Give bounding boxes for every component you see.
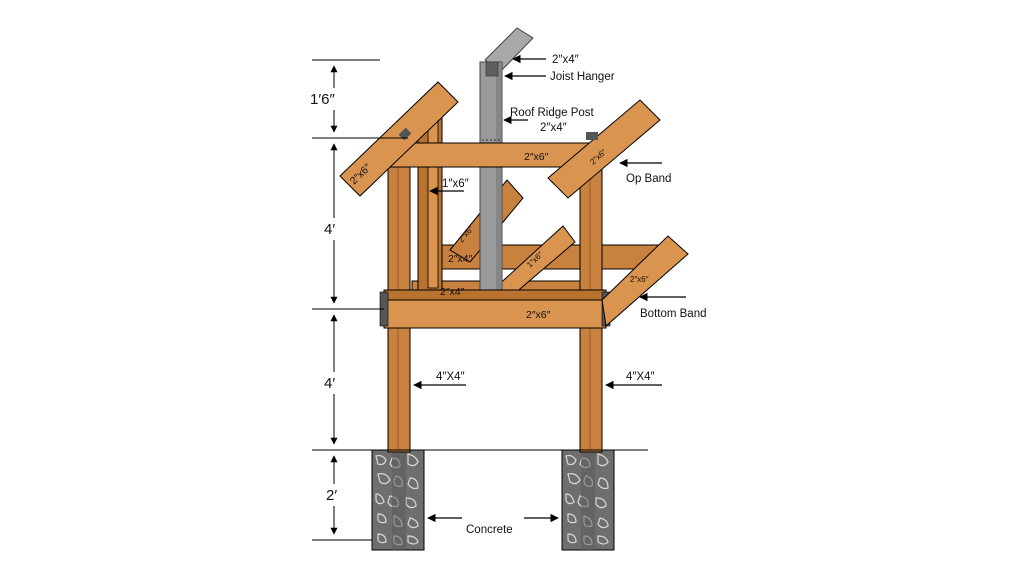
label-low-2x4: 2″x4″ [440,286,465,298]
label-bottom-band: Bottom Band [640,308,706,320]
label-joist-hanger: Joist Hanger [550,71,615,83]
left-rafter-2x6 [339,81,459,197]
concrete-footing-right [561,449,615,551]
dim-top: 1′6″ [310,91,335,108]
label-post-left: 4″X4″ [436,371,465,383]
label-roof-ridge-post: Roof Ridge Post [510,107,595,119]
dim-footing: 2′ [326,487,337,504]
bottom-beam-2x6 [383,299,607,329]
label-roof-ridge-post-size: 2″x4″ [540,122,567,134]
roof-ridge-post [475,27,534,322]
right-rafter-2x6 [547,99,661,199]
label-bottom-beam: 2″x6″ [526,309,551,321]
label-right-rafter-low: 2″x6″ [630,275,649,284]
dim-lower: 4′ [324,375,335,392]
dim-upper: 4′ [324,221,335,238]
label-post-right: 4″X4″ [626,371,655,383]
label-top-2x4: 2″x4″ [552,54,579,66]
label-1x6: 1″x6″ [442,178,469,190]
concrete-footing-left [371,449,425,551]
label-op-band: Op Band [626,173,671,185]
right-rafter-low-2x6 [601,235,689,327]
bottom-beam-top-face [383,289,607,301]
label-mid-2x4: 2″x4″ [448,253,473,265]
label-top-beam: 2″x6″ [524,151,549,163]
label-concrete: Concrete [466,524,513,536]
